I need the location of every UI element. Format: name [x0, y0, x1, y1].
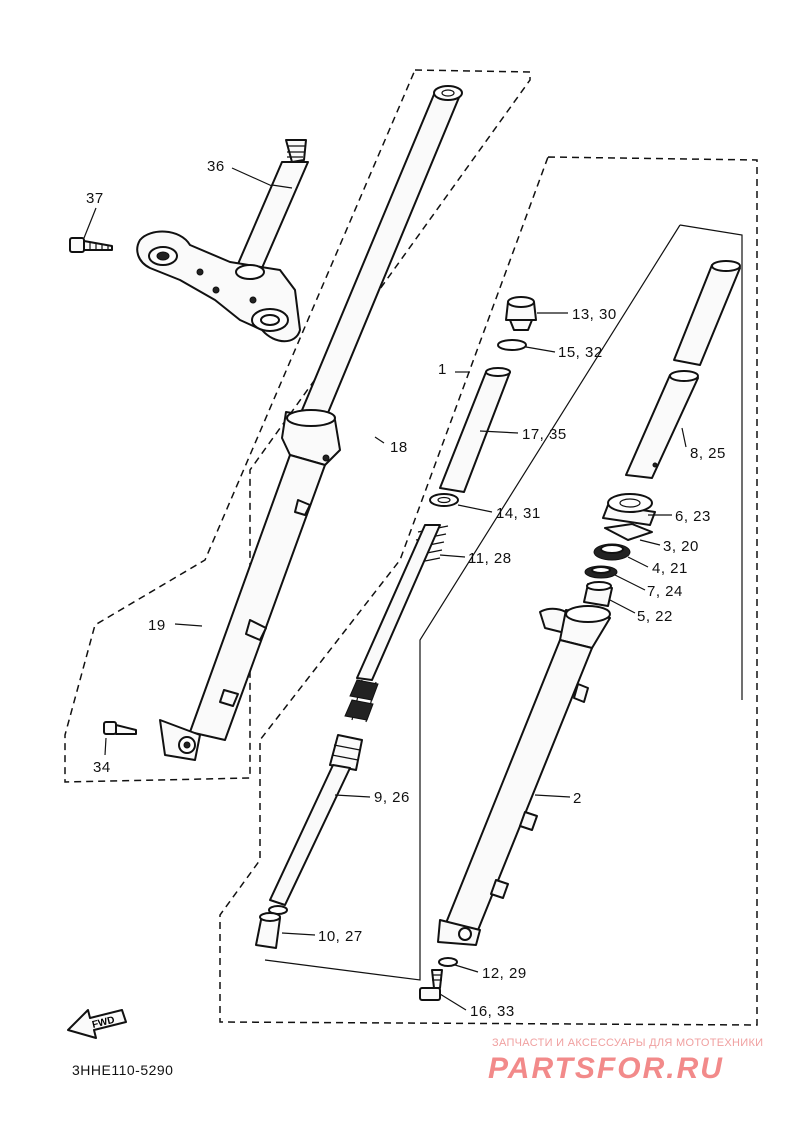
fork-spring-lower: [344, 679, 379, 721]
label-2: 2: [573, 790, 582, 807]
outer-tube-right: [437, 605, 611, 946]
label-1: 1: [438, 361, 447, 378]
bolt-34: [103, 721, 137, 735]
label-11-28: 11, 28: [468, 550, 512, 567]
label-12-29: 12, 29: [482, 965, 527, 982]
label-6-23: 6, 23: [675, 508, 711, 525]
leader-lines: [83, 167, 687, 1011]
label-16-33: 16, 33: [470, 1003, 515, 1020]
label-8-25: 8, 25: [690, 445, 726, 462]
under-bracket: [136, 230, 301, 343]
label-37: 37: [86, 190, 104, 207]
label-7-24: 7, 24: [647, 583, 683, 600]
gasket-12: [438, 957, 458, 967]
damper-rod: [268, 734, 363, 915]
label-13-30: 13, 30: [572, 306, 617, 323]
label-36: 36: [207, 158, 225, 175]
slide-metal: [583, 581, 613, 607]
washer-14: [429, 493, 459, 507]
cap-bolt: [505, 296, 537, 331]
label-14-31: 14, 31: [496, 505, 541, 522]
label-15-32: 15, 32: [558, 344, 603, 361]
label-4-21: 4, 21: [652, 560, 688, 577]
label-5-22: 5, 22: [637, 608, 673, 625]
oil-seal: [593, 543, 631, 561]
watermark: ЗАПЧАСТИ И АКСЕССУАРЫ ДЛЯ МОТОТЕХНИКИ PA…: [488, 1037, 763, 1085]
label-9-26: 9, 26: [374, 789, 410, 806]
spacer-pipe: [439, 367, 511, 493]
inner-tube-right-upper: [673, 260, 741, 366]
boundary-assembly-1: [219, 156, 758, 1026]
retaining-clip: [604, 523, 653, 541]
watermark-brand: PARTSFOR.RU: [488, 1052, 724, 1085]
fwd-label: FWD: [91, 1015, 116, 1031]
bolt-37: [69, 237, 113, 253]
label-10-27: 10, 27: [318, 928, 363, 945]
outer-tube-left: [159, 454, 326, 761]
forward-arrow-icon: FWD: [67, 1009, 127, 1039]
diagram-code: 3HHE110-5290: [72, 1062, 173, 1078]
dust-seal: [602, 493, 656, 526]
label-19: 19: [148, 617, 166, 634]
fork-clamp-left: [281, 409, 341, 466]
inner-assembly-frame: [264, 224, 743, 981]
bolt-16: [419, 969, 443, 1001]
boundary-assembly-18: [64, 69, 531, 783]
label-34: 34: [93, 759, 111, 776]
watermark-tagline: ЗАПЧАСТИ И АКСЕССУАРЫ ДЛЯ МОТОТЕХНИКИ: [492, 1037, 763, 1049]
label-17-35: 17, 35: [522, 426, 567, 443]
part-labels: 36 37 13, 30 15, 32 1 17, 35 18 8, 25 14…: [86, 158, 726, 1020]
oil-lock-piece: [255, 912, 281, 949]
label-3-20: 3, 20: [663, 538, 699, 555]
o-ring: [497, 339, 527, 351]
inner-tube-right: [625, 370, 699, 479]
steering-stem: [237, 139, 309, 269]
label-18: 18: [390, 439, 408, 456]
washer-7: [584, 565, 618, 579]
